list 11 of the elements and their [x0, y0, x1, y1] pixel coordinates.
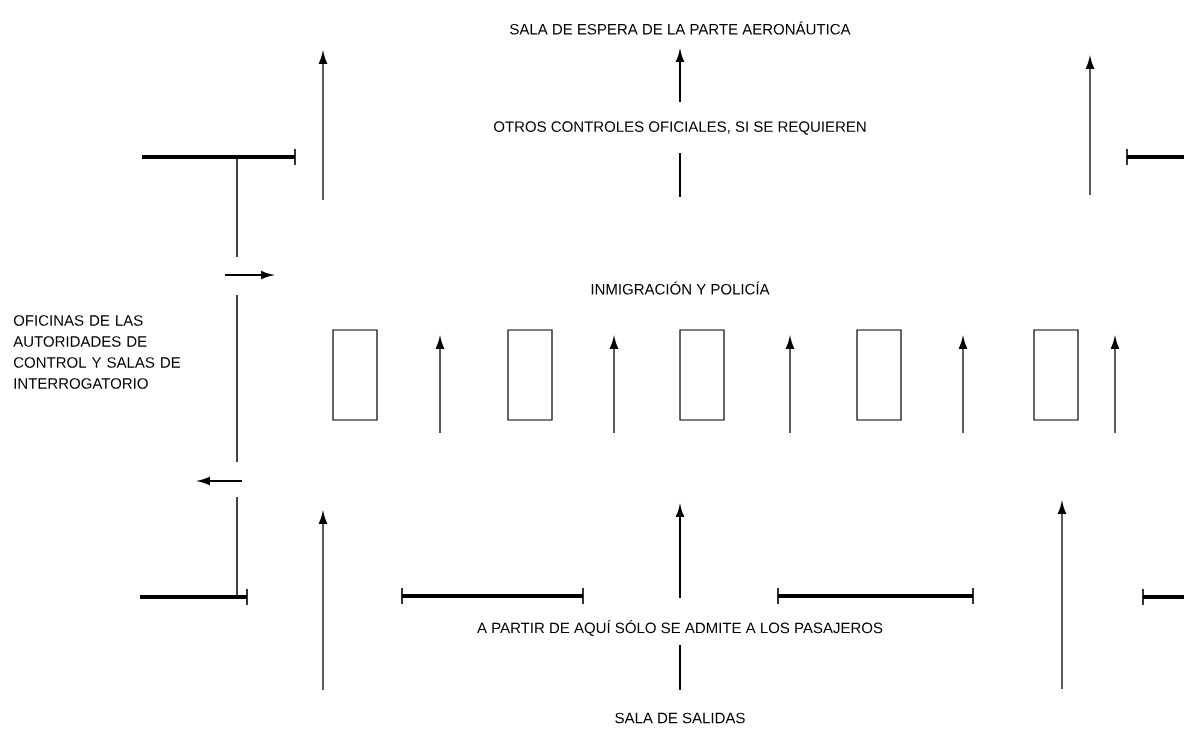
area-label: OFICINAS DE LAS AUTORIDADES DE CONTROL Y SALAS DE INTERROGATORIO	[13, 315, 181, 389]
booth-box	[856, 329, 902, 421]
booth-box	[679, 329, 725, 421]
booth-box	[332, 329, 378, 421]
area-label: INMIGRACIÓN Y POLICÍA	[591, 281, 770, 295]
booth-box	[507, 329, 553, 421]
area-label: OTROS CONTROLES OFICIALES, SI SE REQUIEREN	[494, 121, 866, 135]
area-label: A PARTIR DE AQUÍ SÓLO SE ADMITE A LOS PASAJEROS	[477, 620, 883, 636]
area-label: SALA DE SALIDAS	[615, 712, 745, 724]
area-label: SALA DE ESPERA DE LA PARTE AERONÁUTICA	[510, 21, 851, 35]
booth-box	[1033, 329, 1079, 421]
